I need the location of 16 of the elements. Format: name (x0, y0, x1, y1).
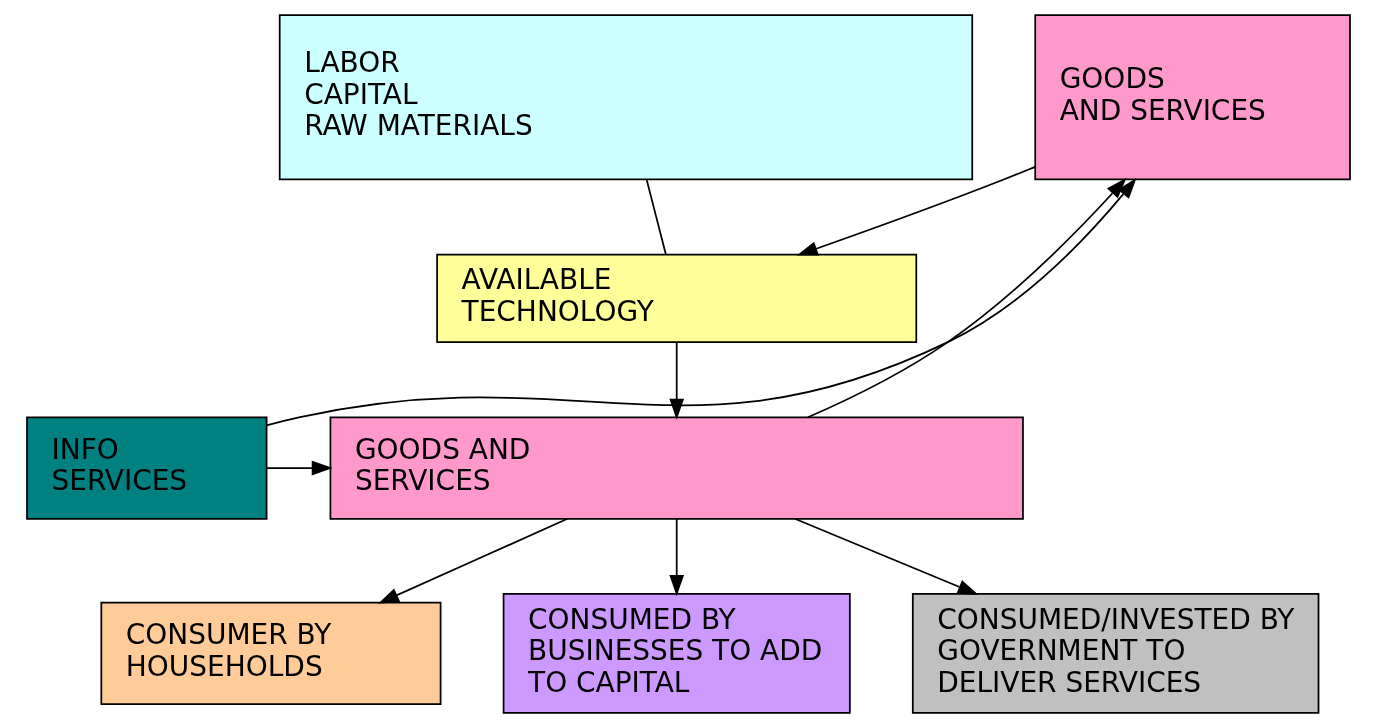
arrow (265, 460, 333, 476)
arrow (668, 518, 684, 597)
connector (645, 179, 667, 256)
node-box: AVAILABLE TECHNOLOGY (435, 253, 917, 343)
node-box: INFO SERVICES (25, 416, 267, 520)
node-box: CONSUMED BY BUSINESSES TO ADD TO CAPITAL (502, 593, 851, 714)
arrow (806, 177, 1127, 419)
node-box: GOODS AND SERVICES (329, 416, 1024, 520)
node-box: LABOR CAPITAL RAW MATERIALS (278, 14, 973, 181)
node-box: CONSUMED/INVESTED BY GOVERNMENT TO DELIVER SERVICES (911, 593, 1319, 714)
arrow (796, 166, 1036, 256)
arrow (377, 517, 568, 604)
node-box: GOODS AND SERVICES (1033, 14, 1351, 181)
node-box: CONSUMER BY HOUSEHOLDS (99, 601, 441, 706)
arrow (793, 517, 979, 595)
arrow (265, 177, 1136, 427)
